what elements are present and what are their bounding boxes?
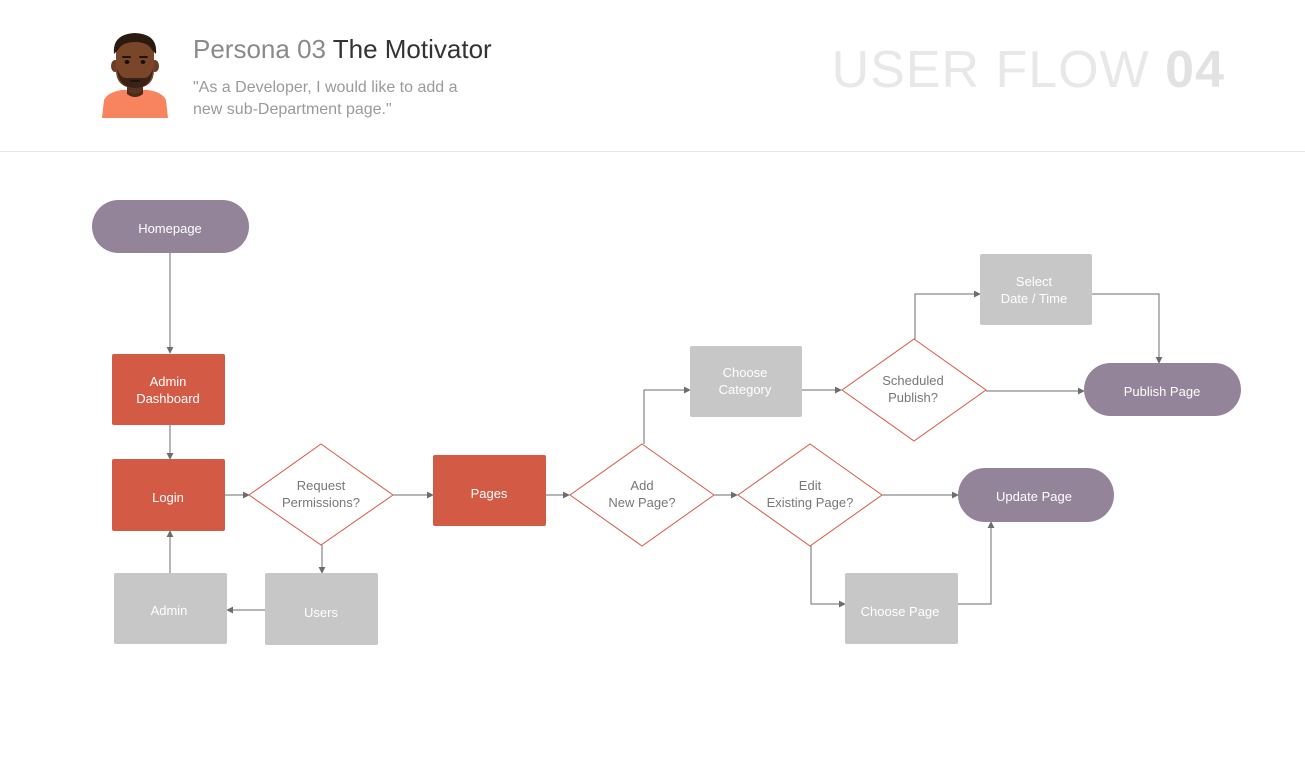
- node-label: Permissions?: [282, 495, 360, 510]
- node-label: Homepage: [138, 221, 202, 236]
- svg-text:Login: Login: [152, 490, 184, 505]
- svg-text:Select: Select: [1016, 274, 1053, 289]
- connector-edit-existing-page-choose-page: [810, 545, 846, 608]
- node-scheduled-publish[interactable]: Scheduled Publish?: [841, 338, 987, 442]
- connector-scheduled-publish-select-date: [914, 290, 981, 339]
- connector-choose-page-update-page: [958, 521, 995, 605]
- node-label: Date / Time: [1001, 291, 1067, 306]
- node-label: Publish Page: [1124, 384, 1201, 399]
- node-label: Update Page: [996, 489, 1072, 504]
- persona-quote-line: new sub-Department page.": [193, 101, 392, 118]
- connector-add-new-page-choose-category: [643, 386, 691, 444]
- svg-text:Date / Time: Date / Time: [1001, 291, 1067, 306]
- svg-text:Permissions?: Permissions?: [282, 495, 360, 510]
- svg-text:Pages: Pages: [471, 486, 508, 501]
- node-label: Users: [304, 605, 338, 620]
- svg-text:Scheduled: Scheduled: [882, 373, 943, 388]
- svg-text:Homepage: Homepage: [138, 221, 202, 236]
- node-label: Login: [152, 490, 184, 505]
- svg-text:Admin: Admin: [151, 603, 188, 618]
- flow-title-text: USER FLOW: [831, 41, 1150, 99]
- node-label: Publish?: [888, 390, 938, 405]
- svg-text:Choose Page: Choose Page: [861, 604, 940, 619]
- svg-text:Publish Page: Publish Page: [1124, 384, 1201, 399]
- svg-text:Choose: Choose: [723, 365, 768, 380]
- svg-text:Existing Page?: Existing Page?: [767, 495, 854, 510]
- svg-text:Edit: Edit: [799, 478, 822, 493]
- svg-text:Update Page: Update Page: [996, 489, 1072, 504]
- node-label: Edit: [799, 478, 822, 493]
- node-choose-category[interactable]: Choose Category: [690, 346, 802, 417]
- node-add-new-page[interactable]: Add New Page?: [569, 443, 715, 547]
- node-pages[interactable]: Pages: [433, 455, 546, 526]
- persona-quote: "As a Developer, I would like to add a n…: [193, 77, 493, 121]
- persona-header: Persona 03 The Motivator "As a Developer…: [0, 0, 1305, 152]
- node-label: Category: [719, 382, 772, 397]
- node-label: Request: [297, 478, 346, 493]
- persona-quote-line: "As a Developer, I would like to add a: [193, 79, 458, 96]
- node-label: Existing Page?: [767, 495, 854, 510]
- node-admin[interactable]: Admin: [114, 573, 227, 644]
- node-label: Admin: [151, 603, 188, 618]
- svg-text:Add: Add: [630, 478, 653, 493]
- connector-select-date-publish-page: [1092, 293, 1163, 364]
- node-homepage[interactable]: Homepage: [92, 200, 249, 253]
- node-label: Choose Page: [861, 604, 940, 619]
- node-update-page[interactable]: Update Page: [958, 468, 1114, 522]
- node-label: Pages: [471, 486, 508, 501]
- svg-text:Admin: Admin: [150, 374, 187, 389]
- persona-prefix: Persona 03: [193, 34, 326, 64]
- flow-title: USER FLOW 04: [832, 40, 1225, 100]
- persona-avatar: [102, 33, 168, 118]
- flow-title-number: 04: [1165, 41, 1225, 99]
- svg-text:Dashboard: Dashboard: [136, 391, 200, 406]
- node-edit-existing-page[interactable]: Edit Existing Page?: [737, 443, 883, 547]
- node-label: New Page?: [608, 495, 675, 510]
- svg-text:Category: Category: [719, 382, 772, 397]
- node-label: Add: [630, 478, 653, 493]
- node-select-date-time[interactable]: Select Date / Time: [980, 254, 1092, 325]
- persona-title: Persona 03 The Motivator: [193, 34, 492, 65]
- node-request-permissions[interactable]: Request Permissions?: [248, 443, 394, 546]
- node-label: Select: [1016, 274, 1053, 289]
- persona-name: The Motivator: [332, 34, 492, 64]
- node-publish-page[interactable]: Publish Page: [1084, 363, 1241, 416]
- node-label: Choose: [723, 365, 768, 380]
- nodes: Homepage Publish Page Update Page Admin …: [92, 200, 1241, 645]
- svg-text:Request: Request: [297, 478, 346, 493]
- node-login[interactable]: Login: [112, 459, 225, 531]
- node-admin-dashboard[interactable]: Admin Dashboard: [112, 354, 225, 425]
- node-label: Admin: [150, 374, 187, 389]
- connectors: [166, 253, 1163, 614]
- node-label: Scheduled: [882, 373, 943, 388]
- node-users[interactable]: Users: [265, 573, 378, 645]
- node-choose-page[interactable]: Choose Page: [845, 573, 958, 644]
- svg-text:New Page?: New Page?: [608, 495, 675, 510]
- svg-text:Users: Users: [304, 605, 338, 620]
- node-label: Dashboard: [136, 391, 200, 406]
- svg-text:Publish?: Publish?: [888, 390, 938, 405]
